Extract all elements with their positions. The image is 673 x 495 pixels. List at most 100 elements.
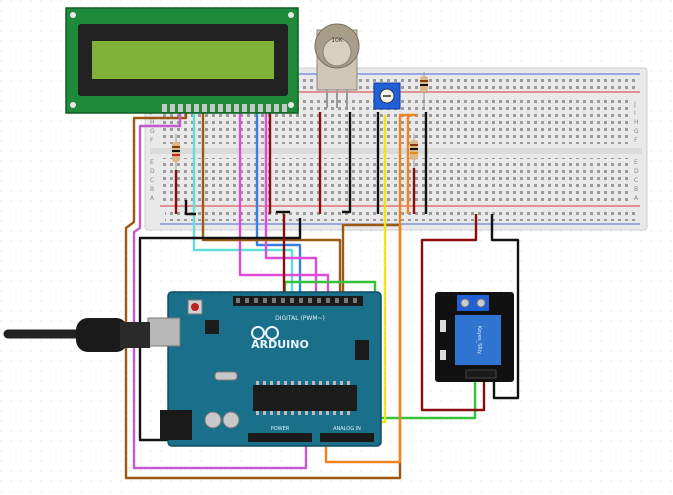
chip-pin xyxy=(256,411,259,415)
wire-pink xyxy=(132,112,308,470)
row-letter-b-right: B xyxy=(634,186,638,193)
lcd-pin xyxy=(250,104,255,112)
usb-chip xyxy=(205,320,219,334)
usb-cable xyxy=(3,318,150,352)
wire-brown xyxy=(124,108,402,480)
row-letter-g-right: G xyxy=(634,128,639,135)
row-letter-h: H xyxy=(150,119,155,126)
row-letter-a: A xyxy=(150,195,155,202)
lcd-screen xyxy=(92,41,274,79)
wire-orange xyxy=(324,113,417,464)
row-letter-g: G xyxy=(150,128,155,135)
chip-pin xyxy=(333,411,336,415)
chip-pin xyxy=(347,411,350,415)
resistor-left xyxy=(172,134,180,170)
lcd-pin xyxy=(162,104,167,112)
lcd-pin xyxy=(218,104,223,112)
chip-pin xyxy=(319,381,322,385)
chip-pin xyxy=(326,381,329,385)
chip-pin xyxy=(333,381,336,385)
row-letter-e: E xyxy=(150,159,154,166)
row-letter-j-right: J xyxy=(633,101,636,108)
row-letter-c: C xyxy=(150,177,154,184)
digital-pin xyxy=(254,298,258,303)
jumper-black-3 xyxy=(342,112,352,214)
digital-header-label: DIGITAL (PWM~) xyxy=(275,315,325,322)
jumper-black-1 xyxy=(184,200,196,216)
chip-pin xyxy=(340,411,343,415)
analog-header xyxy=(320,433,374,442)
icsp-header xyxy=(355,340,369,360)
wire-blue xyxy=(255,112,302,300)
lcd-pin xyxy=(282,104,287,112)
chip-pin xyxy=(298,411,301,415)
lcd-pin xyxy=(178,104,183,112)
lcd-pin xyxy=(202,104,207,112)
relay-pins xyxy=(465,369,497,379)
lcd-pin xyxy=(266,104,271,112)
digital-pin xyxy=(344,298,348,303)
chip-pin xyxy=(291,411,294,415)
lcd-pin xyxy=(186,104,191,112)
digital-pin xyxy=(272,298,276,303)
row-letter-b: B xyxy=(150,186,154,193)
lcd-pin xyxy=(274,104,279,112)
chip-pin xyxy=(298,381,301,385)
lcd-pin xyxy=(234,104,239,112)
dc-power-jack xyxy=(160,410,192,440)
lcd-pin xyxy=(242,104,247,112)
row-letter-d: D xyxy=(150,168,155,175)
relay-module: Keyes_SRly xyxy=(435,292,514,382)
digital-header xyxy=(233,296,363,306)
chip-pin xyxy=(312,381,315,385)
chip-pin xyxy=(319,411,322,415)
chip-pin xyxy=(326,411,329,415)
row-letter-c-right: C xyxy=(634,177,638,184)
analog-label: ANALOG IN xyxy=(333,426,361,432)
chip-pin xyxy=(277,411,280,415)
trimpot xyxy=(373,82,401,110)
chip-pin xyxy=(277,381,280,385)
digital-pin xyxy=(245,298,249,303)
digital-pin xyxy=(335,298,339,303)
crystal xyxy=(214,371,238,381)
digital-pin xyxy=(353,298,357,303)
digital-pin xyxy=(236,298,240,303)
chip-pin xyxy=(284,381,287,385)
atmega-chip xyxy=(253,385,357,411)
row-letter-f: F xyxy=(150,137,154,144)
chip-pin xyxy=(291,381,294,385)
chip-pin xyxy=(263,381,266,385)
digital-pin xyxy=(281,298,285,303)
digital-pin xyxy=(317,298,321,303)
capacitor-2 xyxy=(222,411,240,429)
usb-jack xyxy=(147,317,181,347)
resistor-right xyxy=(410,134,418,168)
power-label: POWER xyxy=(271,426,290,432)
potentiometer-10k: 10K xyxy=(314,23,360,108)
resistor-top xyxy=(420,72,428,108)
digital-pin xyxy=(263,298,267,303)
chip-pin xyxy=(284,411,287,415)
power-header xyxy=(248,433,312,442)
wire-black-gnd xyxy=(138,218,302,442)
row-letter-f-right: F xyxy=(634,137,638,144)
digital-pin xyxy=(290,298,294,303)
potentiometer-label: 10K xyxy=(331,37,344,44)
chip-pin xyxy=(347,381,350,385)
chip-pin xyxy=(312,411,315,415)
arduino-logo-icon xyxy=(251,326,279,340)
chip-pin xyxy=(263,411,266,415)
chip-pin xyxy=(270,411,273,415)
row-letter-i-right: I xyxy=(634,110,636,117)
chip-pin xyxy=(340,381,343,385)
row-letter-h-right: H xyxy=(634,119,639,126)
chip-pin xyxy=(270,381,273,385)
lcd-pin xyxy=(258,104,263,112)
chip-pin xyxy=(256,381,259,385)
arduino-uno: DIGITAL (PWM~) ARDUINO POWER ANALOG IN xyxy=(147,291,382,447)
lcd-pin-header xyxy=(162,104,287,112)
relay-text: Keyes_SRly xyxy=(476,326,482,354)
chip-pin xyxy=(305,411,308,415)
